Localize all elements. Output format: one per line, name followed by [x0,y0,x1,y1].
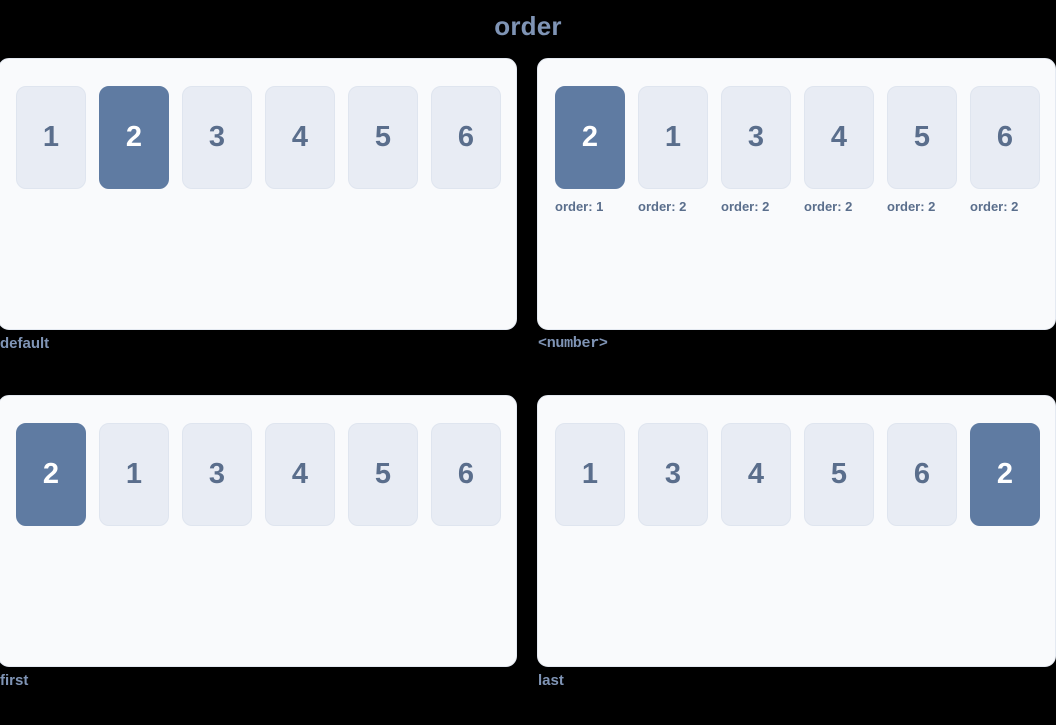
flex-item-tile-highlighted[interactable]: 2 [16,423,86,526]
flex-item[interactable]: 3 [638,423,708,526]
flex-item[interactable]: 5 [804,423,874,526]
flex-item-tile-highlighted[interactable]: 2 [99,86,169,189]
flex-item-tile-highlighted[interactable]: 2 [555,86,625,189]
flex-item-tile[interactable]: 5 [887,86,957,189]
flex-item[interactable]: 6 [431,423,501,526]
flex-item-tile[interactable]: 1 [555,423,625,526]
flex-item[interactable]: 3 [182,423,252,526]
flex-item-tile[interactable]: 6 [887,423,957,526]
order-value-label: order: 2 [887,199,936,214]
flex-item[interactable]: 1 [555,423,625,526]
flex-item[interactable]: 4 order: 2 [804,86,874,213]
order-value-label: order: 2 [970,199,1019,214]
flex-item-tile[interactable]: 4 [265,86,335,189]
flex-item[interactable]: 2 [970,423,1040,526]
panel-caption: last [538,672,564,689]
flex-item-tile[interactable]: 3 [638,423,708,526]
flex-item-tile[interactable]: 4 [721,423,791,526]
flex-item[interactable]: 1 [16,86,86,189]
flex-item[interactable]: 5 [348,86,418,189]
flex-item-tile[interactable]: 6 [970,86,1040,189]
order-value-label: order: 2 [721,199,770,214]
flex-item[interactable]: 4 [265,86,335,189]
flex-item-tile-highlighted[interactable]: 2 [970,423,1040,526]
flex-item-tile[interactable]: 1 [16,86,86,189]
flex-item-tile[interactable]: 3 [182,423,252,526]
flex-item-tile[interactable]: 6 [431,86,501,189]
flex-item-tile[interactable]: 3 [182,86,252,189]
panel-caption: default [0,335,50,352]
flex-item[interactable]: 1 [99,423,169,526]
flex-item-tile[interactable]: 1 [99,423,169,526]
flex-item[interactable]: 3 [182,86,252,189]
flex-item[interactable]: 5 [348,423,418,526]
flex-item[interactable]: 1 order: 2 [638,86,708,213]
flex-item-row: 2 order: 1 1 order: 2 3 order: 2 4 order: 2 5 ord… [555,86,1055,213]
flex-item-tile[interactable]: 4 [804,86,874,189]
page-title: order [494,11,562,41]
flex-item-tile[interactable]: 5 [348,423,418,526]
flex-item[interactable]: 5 order: 2 [887,86,957,213]
order-value-label: order: 1 [555,199,604,214]
panel-cell: 2 order: 1 1 order: 2 3 order: 2 4 order: 2 5 ord… [537,58,1056,352]
flex-item[interactable]: 2 order: 1 [555,86,625,213]
panel-caption: first [0,672,29,689]
flex-item[interactable]: 3 order: 2 [721,86,791,213]
order-value-label: order: 2 [638,199,687,214]
flex-item[interactable]: 6 order: 2 [970,86,1040,213]
demo-panel: 2 order: 1 1 order: 2 3 order: 2 4 order: 2 5 ord… [537,58,1056,330]
flex-item-tile[interactable]: 5 [804,423,874,526]
panel-caption: <number> [538,335,608,352]
flex-item-tile[interactable]: 5 [348,86,418,189]
flex-item-tile[interactable]: 1 [638,86,708,189]
flex-item-tile[interactable]: 4 [265,423,335,526]
flex-item[interactable]: 6 [887,423,957,526]
flex-item[interactable]: 4 [265,423,335,526]
flex-item[interactable]: 6 [431,86,501,189]
order-value-label: order: 2 [804,199,853,214]
flex-item[interactable]: 2 [99,86,169,189]
flex-item[interactable]: 2 [16,423,86,526]
flex-item[interactable]: 4 [721,423,791,526]
flex-item-tile[interactable]: 3 [721,86,791,189]
flex-item-tile[interactable]: 6 [431,423,501,526]
